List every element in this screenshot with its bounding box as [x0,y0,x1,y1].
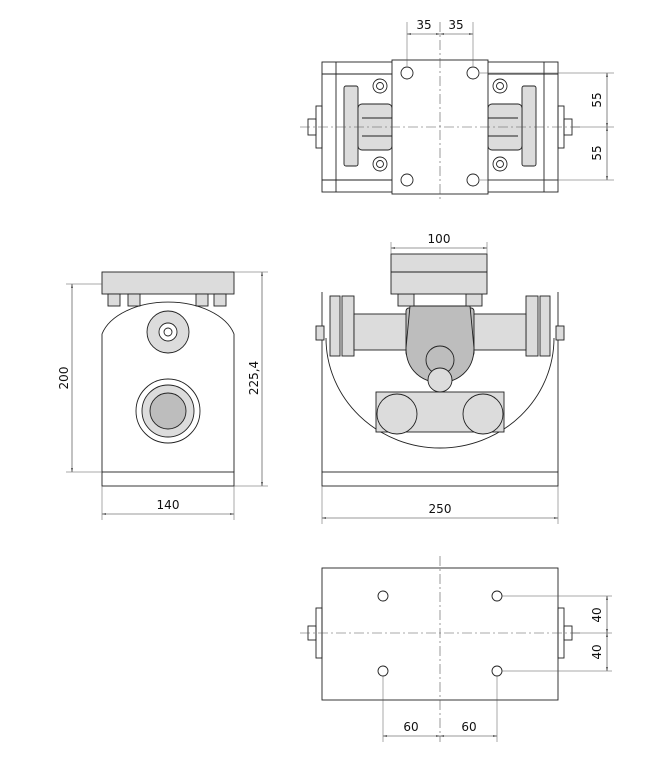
top-dim-right-spacing: 35 [448,18,463,32]
bottom-dim-left-spacing: 60 [403,720,418,734]
front-dim-plate-width: 100 [428,232,451,246]
bottom-dim-upper-offset: 40 [590,607,604,622]
top-view: 35 35 55 55 [300,18,614,200]
bottom-dim-right-spacing: 60 [461,720,476,734]
side-dim-total-height: 225,4 [247,361,261,395]
top-dim-upper-offset: 55 [590,92,604,107]
top-dim-left-spacing: 35 [416,18,431,32]
front-view: 100 250 [315,232,565,524]
bottom-dim-lower-offset: 40 [590,644,604,659]
bottom-view: 40 40 60 60 [300,556,612,742]
top-dim-lower-offset: 55 [590,145,604,160]
side-dim-inner-height: 200 [57,367,71,390]
front-dim-overall-width: 250 [429,502,452,516]
side-dim-width: 140 [157,498,180,512]
side-view: 200 225,4 140 [57,271,268,520]
